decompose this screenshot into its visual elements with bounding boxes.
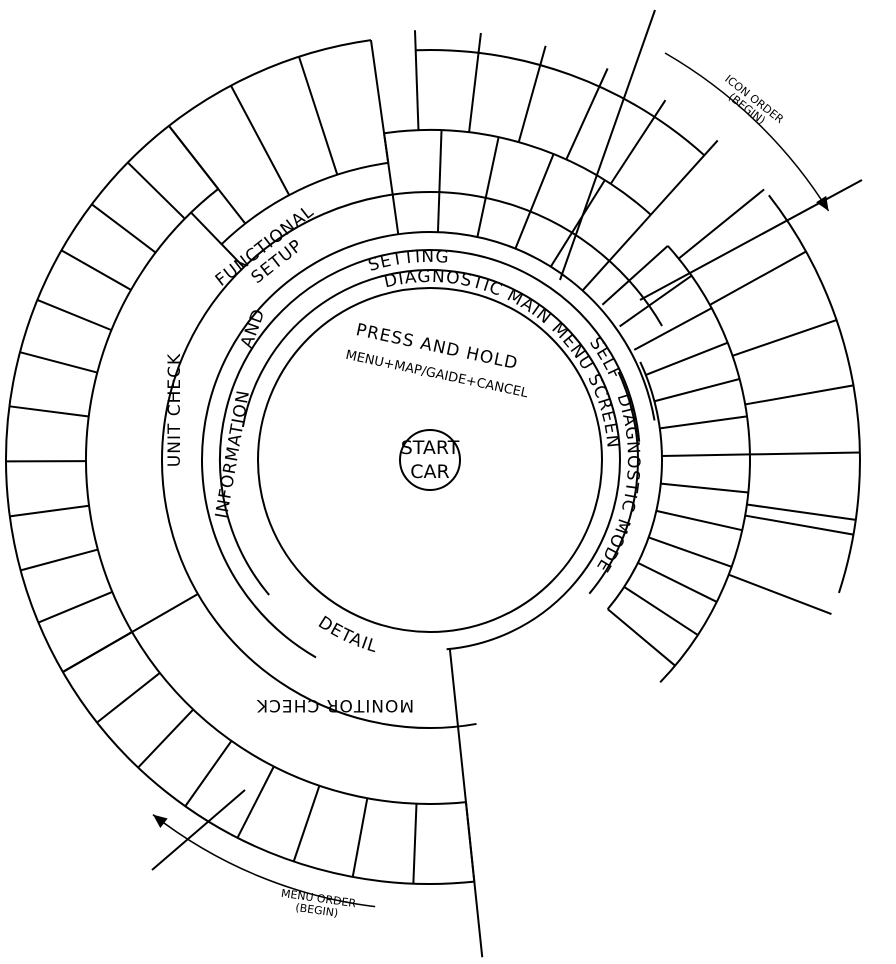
information-label: INFORMATION [212, 388, 254, 520]
car-label: CAR [410, 461, 449, 483]
self-diag-divider-11 [623, 586, 699, 636]
icon-order-divider [559, 9, 656, 281]
detail-label: DETAIL [314, 613, 380, 658]
self-diag-sub-divider-3 [744, 384, 854, 406]
menu-order-arrowhead [152, 814, 168, 828]
self-diag-divider-6 [661, 453, 750, 457]
self-diag-divider-8 [656, 509, 743, 532]
self-diag-divider-7 [660, 482, 749, 494]
self-diag-divider-9 [648, 536, 732, 568]
info-sub-divider-1 [468, 32, 482, 133]
self-diag-sub-divider-7 [728, 573, 832, 616]
unit-divider-7 [37, 298, 112, 332]
functional-inner-ring [220, 161, 389, 245]
monitor-divider-1 [412, 803, 418, 884]
group-sep-monitor-unit [62, 593, 199, 673]
main-menu-inner-ring [257, 287, 603, 633]
start-label: START [401, 437, 460, 459]
monitor-divider-7 [96, 672, 161, 724]
self-diag-divider-12 [607, 608, 676, 667]
info-sub-divider-5 [650, 139, 719, 216]
and-label: AND [237, 306, 270, 351]
info-divider-4 [549, 179, 606, 268]
monitor-divider-2 [351, 798, 369, 878]
self-diag-inner-ring [588, 371, 639, 595]
menu-order-line [448, 648, 484, 958]
self-diag-sub-divider-4 [749, 451, 860, 456]
monitor-divider-6 [137, 708, 194, 769]
main-menu-outer-ring [241, 269, 621, 651]
info-sub-divider-2 [517, 45, 547, 143]
info-divider-0 [383, 133, 400, 235]
unit-divider-8 [60, 249, 132, 291]
info-divider-2 [476, 137, 500, 238]
unit-divider-2 [20, 548, 99, 572]
unit-divider-3 [9, 504, 90, 518]
unit-divider-10 [127, 161, 186, 220]
self-diag-sub-divider-1 [709, 250, 807, 306]
menu-order-arrow [152, 814, 376, 908]
self-diag-sub-divider-5 [746, 503, 856, 521]
menu-order-end-line [151, 789, 246, 871]
unit-divider-1 [38, 590, 113, 624]
info-inner-ring [383, 129, 652, 216]
icon-order-arrowhead [816, 195, 829, 211]
svg-text:(BEGIN): (BEGIN) [295, 901, 339, 920]
icon-order-arrow [664, 52, 830, 212]
outer-cell-ring [5, 39, 475, 885]
group-inner-ring [161, 191, 663, 729]
menu-order-note: MENU ORDER(BEGIN) [280, 887, 357, 920]
setting-info-ring [219, 249, 641, 596]
monitor-check-label: MONITOR CHECK [256, 695, 414, 715]
self-diag-outer-ring [606, 361, 663, 610]
functional-divider-2 [298, 56, 339, 175]
self-diag-divider-0 [601, 245, 669, 306]
info-divider-3 [514, 153, 555, 249]
monitor-divider-4 [236, 766, 275, 839]
self-diag-sub-divider-2 [732, 319, 837, 357]
monitor-divider-3 [292, 785, 321, 862]
info-divider-5 [581, 214, 652, 292]
self-diag-cell-ring [659, 245, 751, 683]
self-diag-sub-divider-0 [678, 188, 765, 260]
self-diag-divider-5 [659, 415, 748, 430]
diagram-lines [5, 9, 863, 958]
unit-divider-6 [19, 351, 98, 374]
info-sub-divider-4 [609, 99, 667, 185]
self-diag-divider-10 [637, 562, 718, 603]
functional-divider-1 [230, 85, 291, 196]
self-diag-divider-1 [619, 274, 693, 328]
self-diag-divider-4 [654, 378, 740, 403]
self-diag-divider-2 [633, 307, 713, 351]
unit-divider-5 [9, 405, 89, 418]
start-car-circle [399, 429, 461, 491]
monitor-divider-5 [184, 740, 233, 807]
unit-divider-9 [91, 203, 157, 254]
mode-label: MODE [592, 516, 634, 576]
info-divider-1 [436, 130, 443, 233]
info-sub-divider-0 [413, 30, 420, 131]
functional-divider-0 [168, 125, 247, 225]
icon-order-note: ICON ORDER(BEGIN) [722, 72, 786, 127]
unit-check-label: UNIT CHECK [165, 353, 185, 467]
self-diag-sub-divider-6 [744, 514, 854, 536]
detail-ring [201, 231, 656, 659]
info-outer-ring [415, 49, 706, 157]
unit-check-cell-ring [85, 188, 467, 805]
group-sep-unit-functional [190, 211, 245, 268]
info-sub-divider-3 [565, 67, 609, 160]
self-diag-divider-3 [645, 341, 729, 376]
